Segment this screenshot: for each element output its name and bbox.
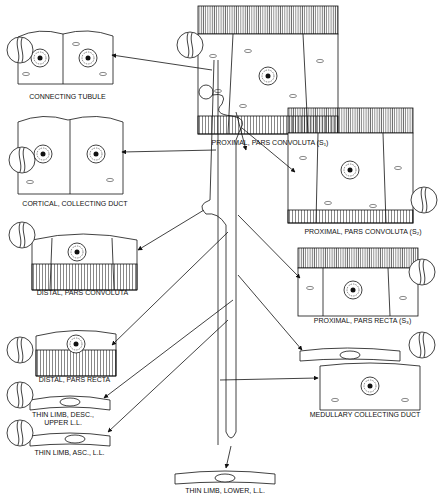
segment-label: DISTAL, PARS RECTA — [22, 376, 127, 384]
segment-label: THIN LIMB, DESC., UPPER L.L. — [28, 411, 98, 427]
segment-label: PROXIMAL, PARS CONVOLUTA (S₁) — [185, 139, 355, 147]
segment-label: CORTICAL, COLLECTING DUCT — [10, 200, 140, 208]
segment-label: THIN LIMB, LOWER, L.L. — [165, 487, 285, 495]
segment-label: DISTAL, PARS CONVOLUTA — [15, 289, 150, 297]
segment-label: THIN LIMB, ASC., L.L. — [12, 449, 127, 457]
segment-label: CONNECTING TUBULE — [10, 93, 125, 101]
segment-label: MEDULLARY COLLECTING DUCT — [290, 411, 440, 419]
segment-label: PROXIMAL, PARS RECTA (S₃) — [290, 317, 435, 325]
segment-label: PROXIMAL, PARS CONVOLUTA (S₂) — [280, 228, 446, 236]
